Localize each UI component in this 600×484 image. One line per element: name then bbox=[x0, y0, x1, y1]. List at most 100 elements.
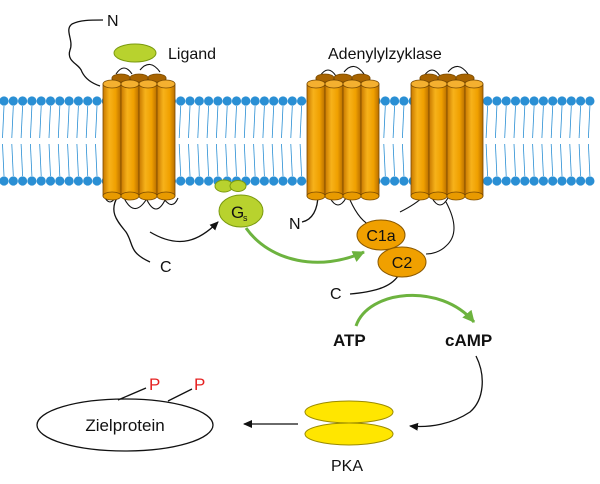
cyclase-top-loops bbox=[319, 65, 469, 77]
lipid-head bbox=[529, 176, 539, 186]
lipid-head bbox=[492, 96, 502, 106]
phosphate-1-label: P bbox=[149, 375, 160, 394]
phosphate-bond-2 bbox=[167, 388, 193, 402]
receptor-n-terminus bbox=[68, 19, 104, 87]
cyclase-linker bbox=[329, 195, 455, 255]
lipid-head bbox=[557, 176, 567, 186]
lipid-head bbox=[566, 176, 576, 186]
lipid-head bbox=[222, 96, 232, 106]
lipid-head bbox=[566, 96, 576, 106]
helix bbox=[464, 83, 484, 197]
lipid-head bbox=[380, 96, 390, 106]
c2-domain: C2 bbox=[377, 246, 427, 278]
lipid-head bbox=[390, 176, 400, 186]
phosphate-2-label: P bbox=[194, 375, 205, 394]
receptor-to-gs-arrow bbox=[149, 221, 219, 243]
camp-to-pka-arrow bbox=[409, 355, 483, 431]
lipid-head bbox=[0, 96, 9, 106]
cyclase-c-label: C bbox=[330, 286, 342, 303]
gs-subscript: s bbox=[243, 213, 248, 223]
c1a-label: C1a bbox=[366, 228, 395, 245]
lipid-head bbox=[297, 96, 307, 106]
lipid-head bbox=[576, 176, 586, 186]
lipid-head bbox=[585, 96, 595, 106]
lipid-head bbox=[538, 176, 549, 186]
lipid-head bbox=[250, 176, 260, 186]
lipid-head bbox=[213, 96, 223, 106]
lipid-head bbox=[520, 176, 530, 186]
adenylyl-cyclase-domain-2 bbox=[410, 73, 484, 201]
c1a-domain: C1a bbox=[356, 219, 406, 251]
receptor-loops bbox=[103, 195, 179, 210]
c2-label: C2 bbox=[392, 255, 413, 272]
lipid-head bbox=[194, 176, 204, 186]
cyclase-n-label: N bbox=[289, 216, 301, 233]
lipid-head bbox=[0, 176, 9, 186]
lipid-head bbox=[529, 96, 539, 106]
lipid-head bbox=[380, 176, 390, 186]
lipid-head bbox=[83, 96, 93, 106]
lipid-head bbox=[259, 176, 269, 186]
lipid-head bbox=[231, 96, 242, 106]
lipid-head bbox=[55, 176, 65, 186]
pka-label: PKA bbox=[331, 458, 363, 475]
lipid-head bbox=[8, 176, 18, 186]
receptor-top-loops bbox=[115, 63, 161, 75]
helix bbox=[428, 83, 448, 197]
helix bbox=[324, 83, 344, 197]
lipid-head bbox=[36, 176, 46, 186]
cell-membrane bbox=[0, 96, 595, 186]
lipid-head bbox=[55, 96, 65, 106]
lipid-head bbox=[176, 176, 186, 186]
helix bbox=[306, 83, 326, 197]
lipid-head bbox=[83, 176, 93, 186]
lipid-head bbox=[241, 96, 251, 106]
lipid-head bbox=[297, 176, 307, 186]
lipid-head bbox=[278, 176, 288, 186]
lipid-head bbox=[64, 96, 74, 106]
gs-protein: G s bbox=[214, 179, 264, 228]
lipid-head bbox=[27, 96, 37, 106]
lipid-head bbox=[399, 176, 409, 186]
lipid-head bbox=[176, 96, 186, 106]
lipid-head bbox=[194, 96, 204, 106]
lipid-head bbox=[548, 96, 558, 106]
lipid-head bbox=[8, 96, 18, 106]
adenylyl-cyclase-label: Adenylylzyklase bbox=[328, 46, 442, 63]
lipid-head bbox=[269, 176, 279, 186]
lipid-head bbox=[45, 176, 56, 186]
lipid-head bbox=[399, 96, 409, 106]
lipid-head bbox=[520, 96, 530, 106]
helix bbox=[102, 83, 122, 197]
adenylyl-cyclase-domain-1 bbox=[306, 73, 380, 201]
gpcr-receptor bbox=[102, 73, 176, 201]
lipid-head bbox=[92, 176, 102, 186]
lipid-head bbox=[287, 176, 297, 186]
receptor-c-label: C bbox=[160, 259, 172, 276]
lipid-head bbox=[557, 96, 567, 106]
ligand-shape bbox=[113, 43, 157, 63]
lipid-head bbox=[483, 176, 493, 186]
lipid-head bbox=[269, 96, 279, 106]
lipid-head bbox=[287, 96, 297, 106]
lipid-head bbox=[73, 96, 83, 106]
gs-activation-arrow bbox=[244, 227, 365, 264]
atp-label: ATP bbox=[333, 331, 366, 350]
lipid-head bbox=[250, 96, 260, 106]
receptor-c-terminus bbox=[113, 195, 151, 263]
lipid-head bbox=[185, 96, 195, 106]
ligand-label: Ligand bbox=[168, 46, 216, 63]
lipid-head bbox=[18, 96, 28, 106]
helix bbox=[120, 83, 140, 197]
lipid-head bbox=[510, 176, 521, 186]
gs-label: G bbox=[231, 203, 244, 222]
lipid-head bbox=[27, 176, 37, 186]
lipid-head bbox=[538, 96, 549, 106]
lipid-head bbox=[259, 96, 269, 106]
lipid-head bbox=[64, 176, 74, 186]
pka-complex bbox=[304, 400, 394, 446]
lipid-head bbox=[185, 176, 195, 186]
lipid-head bbox=[45, 96, 56, 106]
